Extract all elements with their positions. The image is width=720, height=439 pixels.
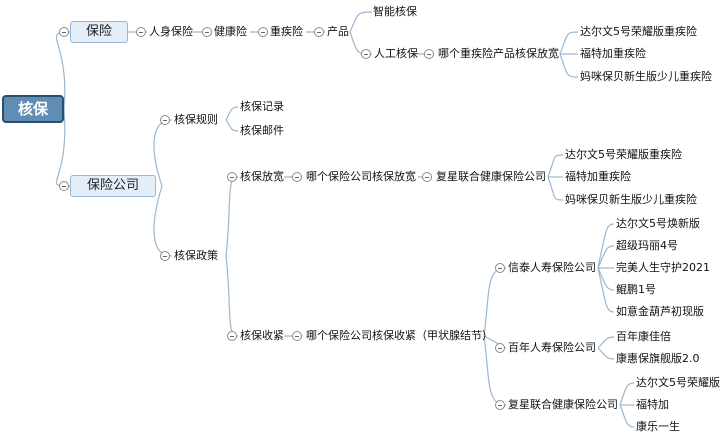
collapse-icon[interactable] [59, 27, 69, 37]
collapse-icon[interactable] [292, 331, 302, 341]
collapse-icon[interactable] [160, 115, 170, 125]
product-item[interactable]: 康惠保旗舰版2.0 [616, 352, 700, 365]
node-zhongji[interactable]: 重疾险 [270, 25, 303, 38]
node-shoujin[interactable]: 核保收紧 [240, 329, 284, 342]
product-item[interactable]: 达尔文5号荣耀版重疾险 [580, 25, 697, 38]
collapse-icon[interactable] [227, 331, 237, 341]
collapse-icon[interactable] [202, 27, 212, 37]
collapse-icon[interactable] [136, 27, 146, 37]
node-company[interactable]: 信泰人寿保险公司 [508, 261, 596, 274]
node-zhineng[interactable]: 智能核保 [373, 5, 417, 18]
node-youjian[interactable]: 核保邮件 [240, 124, 284, 137]
product-item[interactable]: 完美人生守护2021 [616, 261, 710, 274]
node-baoxian[interactable]: 保险 [70, 21, 128, 43]
node-gongsi[interactable]: 保险公司 [70, 175, 156, 197]
node-fuxing[interactable]: 复星联合健康保险公司 [436, 170, 546, 183]
product-item[interactable]: 达尔文5号荣耀版重疾险 [565, 148, 682, 161]
product-item[interactable]: 妈咪保贝新生版少儿重疾险 [580, 70, 712, 83]
node-rengong[interactable]: 人工核保 [374, 47, 418, 60]
node-question-company[interactable]: 哪个保险公司核保放宽 [306, 170, 416, 183]
product-item[interactable]: 百年康佳倍 [616, 330, 671, 343]
collapse-icon[interactable] [495, 343, 505, 353]
collapse-icon[interactable] [424, 49, 434, 59]
collapse-icon[interactable] [314, 27, 324, 37]
collapse-icon[interactable] [258, 27, 268, 37]
node-chanpin[interactable]: 产品 [327, 25, 349, 38]
node-fangkuan[interactable]: 核保放宽 [240, 170, 284, 183]
node-jilu[interactable]: 核保记录 [240, 100, 284, 113]
node-zhengce[interactable]: 核保政策 [174, 249, 218, 262]
collapse-icon[interactable] [59, 181, 69, 191]
collapse-icon[interactable] [422, 172, 432, 182]
product-item[interactable]: 妈咪保贝新生版少儿重疾险 [565, 193, 697, 206]
product-item[interactable]: 如意金葫芦初现版 [616, 305, 704, 318]
node-guize[interactable]: 核保规则 [174, 113, 218, 126]
node-company[interactable]: 百年人寿保险公司 [508, 341, 596, 354]
collapse-icon[interactable] [361, 49, 371, 59]
collapse-icon[interactable] [160, 251, 170, 261]
node-question-shoujin[interactable]: 哪个保险公司核保收紧（甲状腺结节） [306, 329, 493, 342]
product-item[interactable]: 达尔文5号荣耀版 [636, 376, 720, 389]
product-item[interactable]: 福特加重疾险 [565, 170, 631, 183]
product-item[interactable]: 福特加 [636, 398, 669, 411]
collapse-icon[interactable] [227, 172, 237, 182]
root-node[interactable]: 核保 [2, 95, 64, 123]
product-item[interactable]: 鲲鹏1号 [616, 283, 656, 296]
product-item[interactable]: 达尔文5号焕新版 [616, 217, 700, 230]
product-item[interactable]: 超级玛丽4号 [616, 239, 678, 252]
node-jiankang[interactable]: 健康险 [214, 25, 247, 38]
node-company[interactable]: 复星联合健康保险公司 [508, 398, 618, 411]
node-question-product[interactable]: 哪个重疾险产品核保放宽 [438, 47, 559, 60]
collapse-icon[interactable] [495, 400, 505, 410]
node-renshen[interactable]: 人身保险 [149, 25, 193, 38]
product-item[interactable]: 福特加重疾险 [580, 47, 646, 60]
collapse-icon[interactable] [495, 263, 505, 273]
collapse-icon[interactable] [292, 172, 302, 182]
product-item[interactable]: 康乐一生 [636, 420, 680, 433]
